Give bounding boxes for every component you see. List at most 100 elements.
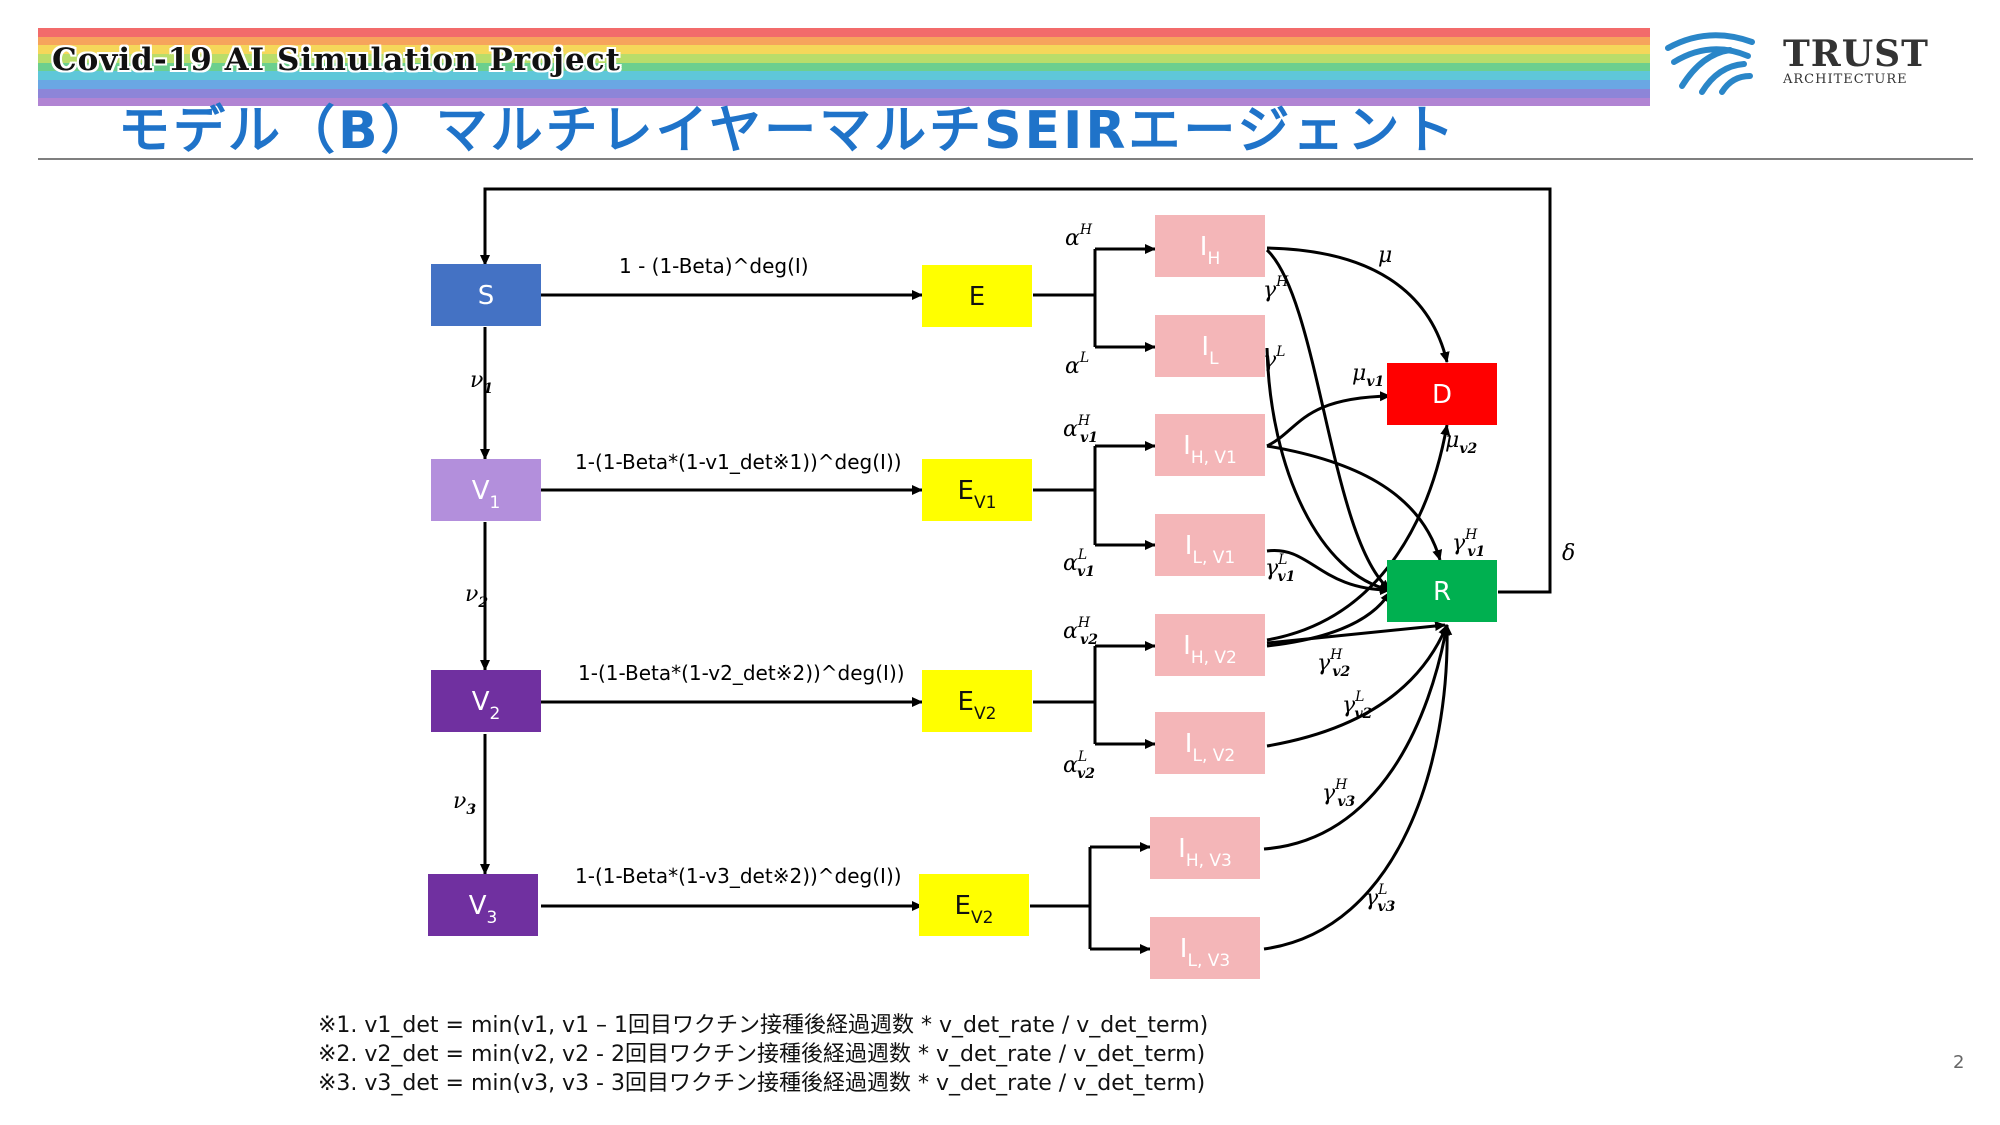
title-divider <box>38 158 1973 160</box>
banner-stripe <box>38 71 1650 81</box>
label-mu: μ <box>1378 243 1392 268</box>
node-label: IL, V1 <box>1185 531 1235 568</box>
node-label: IH, V2 <box>1183 631 1237 668</box>
node-label: D <box>1432 380 1452 410</box>
node-box <box>919 874 1029 936</box>
label-gamma-L: γL <box>1263 344 1285 373</box>
label-mu-v2: μv2 <box>1445 428 1477 457</box>
label-v3-to-ev3: 1-(1-Beta*(1-v3_det※2))^deg(I)) <box>575 864 902 888</box>
node-v3: V3 <box>428 874 538 936</box>
node-box <box>1155 215 1265 277</box>
trust-architecture-logo-icon <box>1665 32 1755 95</box>
node-box <box>1387 363 1497 425</box>
label-delta: δ <box>1562 541 1575 566</box>
banner-title: Covid-19 AI Simulation Project <box>52 42 621 78</box>
node-v1: V1 <box>431 459 541 521</box>
node-box <box>431 670 541 732</box>
label-gamma-H: γH <box>1263 274 1289 303</box>
node-label: S <box>478 281 495 311</box>
node-box <box>922 459 1032 521</box>
node-label: IL, V2 <box>1185 729 1235 766</box>
label-mu-v1: μv1 <box>1352 361 1384 390</box>
edge-ihv3-to-r <box>1263 624 1451 851</box>
node-box <box>1155 514 1265 576</box>
label-alpha-L: αL <box>1065 350 1089 379</box>
edge-ih-to-r <box>1265 248 1391 592</box>
node-box <box>1387 560 1497 622</box>
node-label: IH <box>1200 232 1220 269</box>
node-ihv1: IH, V1 <box>1155 414 1265 476</box>
node-label: IL, V3 <box>1180 934 1230 971</box>
node-label: EV1 <box>958 476 997 513</box>
page-number: 2 <box>1953 1052 1965 1073</box>
banner-stripe <box>38 54 1650 63</box>
rainbow-banner <box>38 28 1650 107</box>
node-box <box>1150 817 1260 879</box>
banner-stripe <box>38 97 1650 107</box>
banner-stripe <box>38 45 1650 55</box>
node-box <box>922 670 1032 732</box>
node-ilv3: IL, V3 <box>1150 917 1260 979</box>
label-v2-to-ev2: 1-(1-Beta*(1-v2_det※2))^deg(I)) <box>578 661 905 685</box>
logo-wordmark: TRUST <box>1783 33 1929 75</box>
edge-ilv1-to-r <box>1266 548 1391 595</box>
node-label: V3 <box>469 891 498 928</box>
node-ev2: EV2 <box>922 670 1032 732</box>
node-label: EV2 <box>958 687 997 724</box>
node-ihv3: IH, V3 <box>1150 817 1260 879</box>
node-ilv1: IL, V1 <box>1155 514 1265 576</box>
node-v2: V2 <box>431 670 541 732</box>
label-s-to-e: 1 - (1-Beta)^deg(I) <box>619 254 809 278</box>
node-il: IL <box>1155 315 1265 377</box>
node-label: IH, V1 <box>1183 431 1237 468</box>
node-box <box>1155 712 1265 774</box>
node-ev1: EV1 <box>922 459 1032 521</box>
banner-stripe <box>38 80 1650 89</box>
label-nu1: ν1 <box>470 368 493 397</box>
edge-ev1-branch <box>1033 444 1155 547</box>
node-ilv2: IL, V2 <box>1155 712 1265 774</box>
edge-e-branch <box>1033 247 1155 349</box>
banner-stripe <box>38 36 1650 46</box>
node-ev3: EV2 <box>919 874 1029 936</box>
edge-ihv2b-to-r <box>1266 621 1446 645</box>
page-title: モデル（B）マルチレイヤーマルチSEIRエージェント <box>118 101 1458 161</box>
node-label: R <box>1433 577 1451 607</box>
label-nu2: ν2 <box>465 582 488 611</box>
banner-stripe <box>38 62 1650 72</box>
node-r: R <box>1387 560 1497 622</box>
label-alpha-H: αH <box>1065 222 1093 251</box>
node-label: V1 <box>472 476 501 513</box>
node-box <box>428 874 538 936</box>
node-box <box>1150 917 1260 979</box>
node-s: S <box>431 264 541 326</box>
label-nu3: ν3 <box>453 789 476 818</box>
node-box <box>431 459 541 521</box>
edge-il-to-r <box>1265 347 1391 593</box>
node-box <box>1155 614 1265 676</box>
edge-ilv3-to-r <box>1263 624 1453 951</box>
edge-ev2-branch <box>1033 644 1155 746</box>
node-label: E <box>969 282 985 312</box>
edge-ih-to-d <box>1266 246 1450 363</box>
banner-stripe <box>38 28 1650 37</box>
footnote-3: ※3. v3_det = min(v3, v3 - 3回目ワクチン接種後経過週数… <box>318 1071 1206 1096</box>
node-e: E <box>922 265 1032 327</box>
edge-ihv2-to-r <box>1266 591 1392 648</box>
node-label: IH, V3 <box>1178 834 1232 871</box>
edge-ev3-branch <box>1030 845 1150 951</box>
banner-stripe <box>38 88 1650 98</box>
node-d: D <box>1387 363 1497 425</box>
edge-ilv2-to-r <box>1266 624 1449 748</box>
node-box <box>1155 315 1265 377</box>
node-ih: IH <box>1155 215 1265 277</box>
